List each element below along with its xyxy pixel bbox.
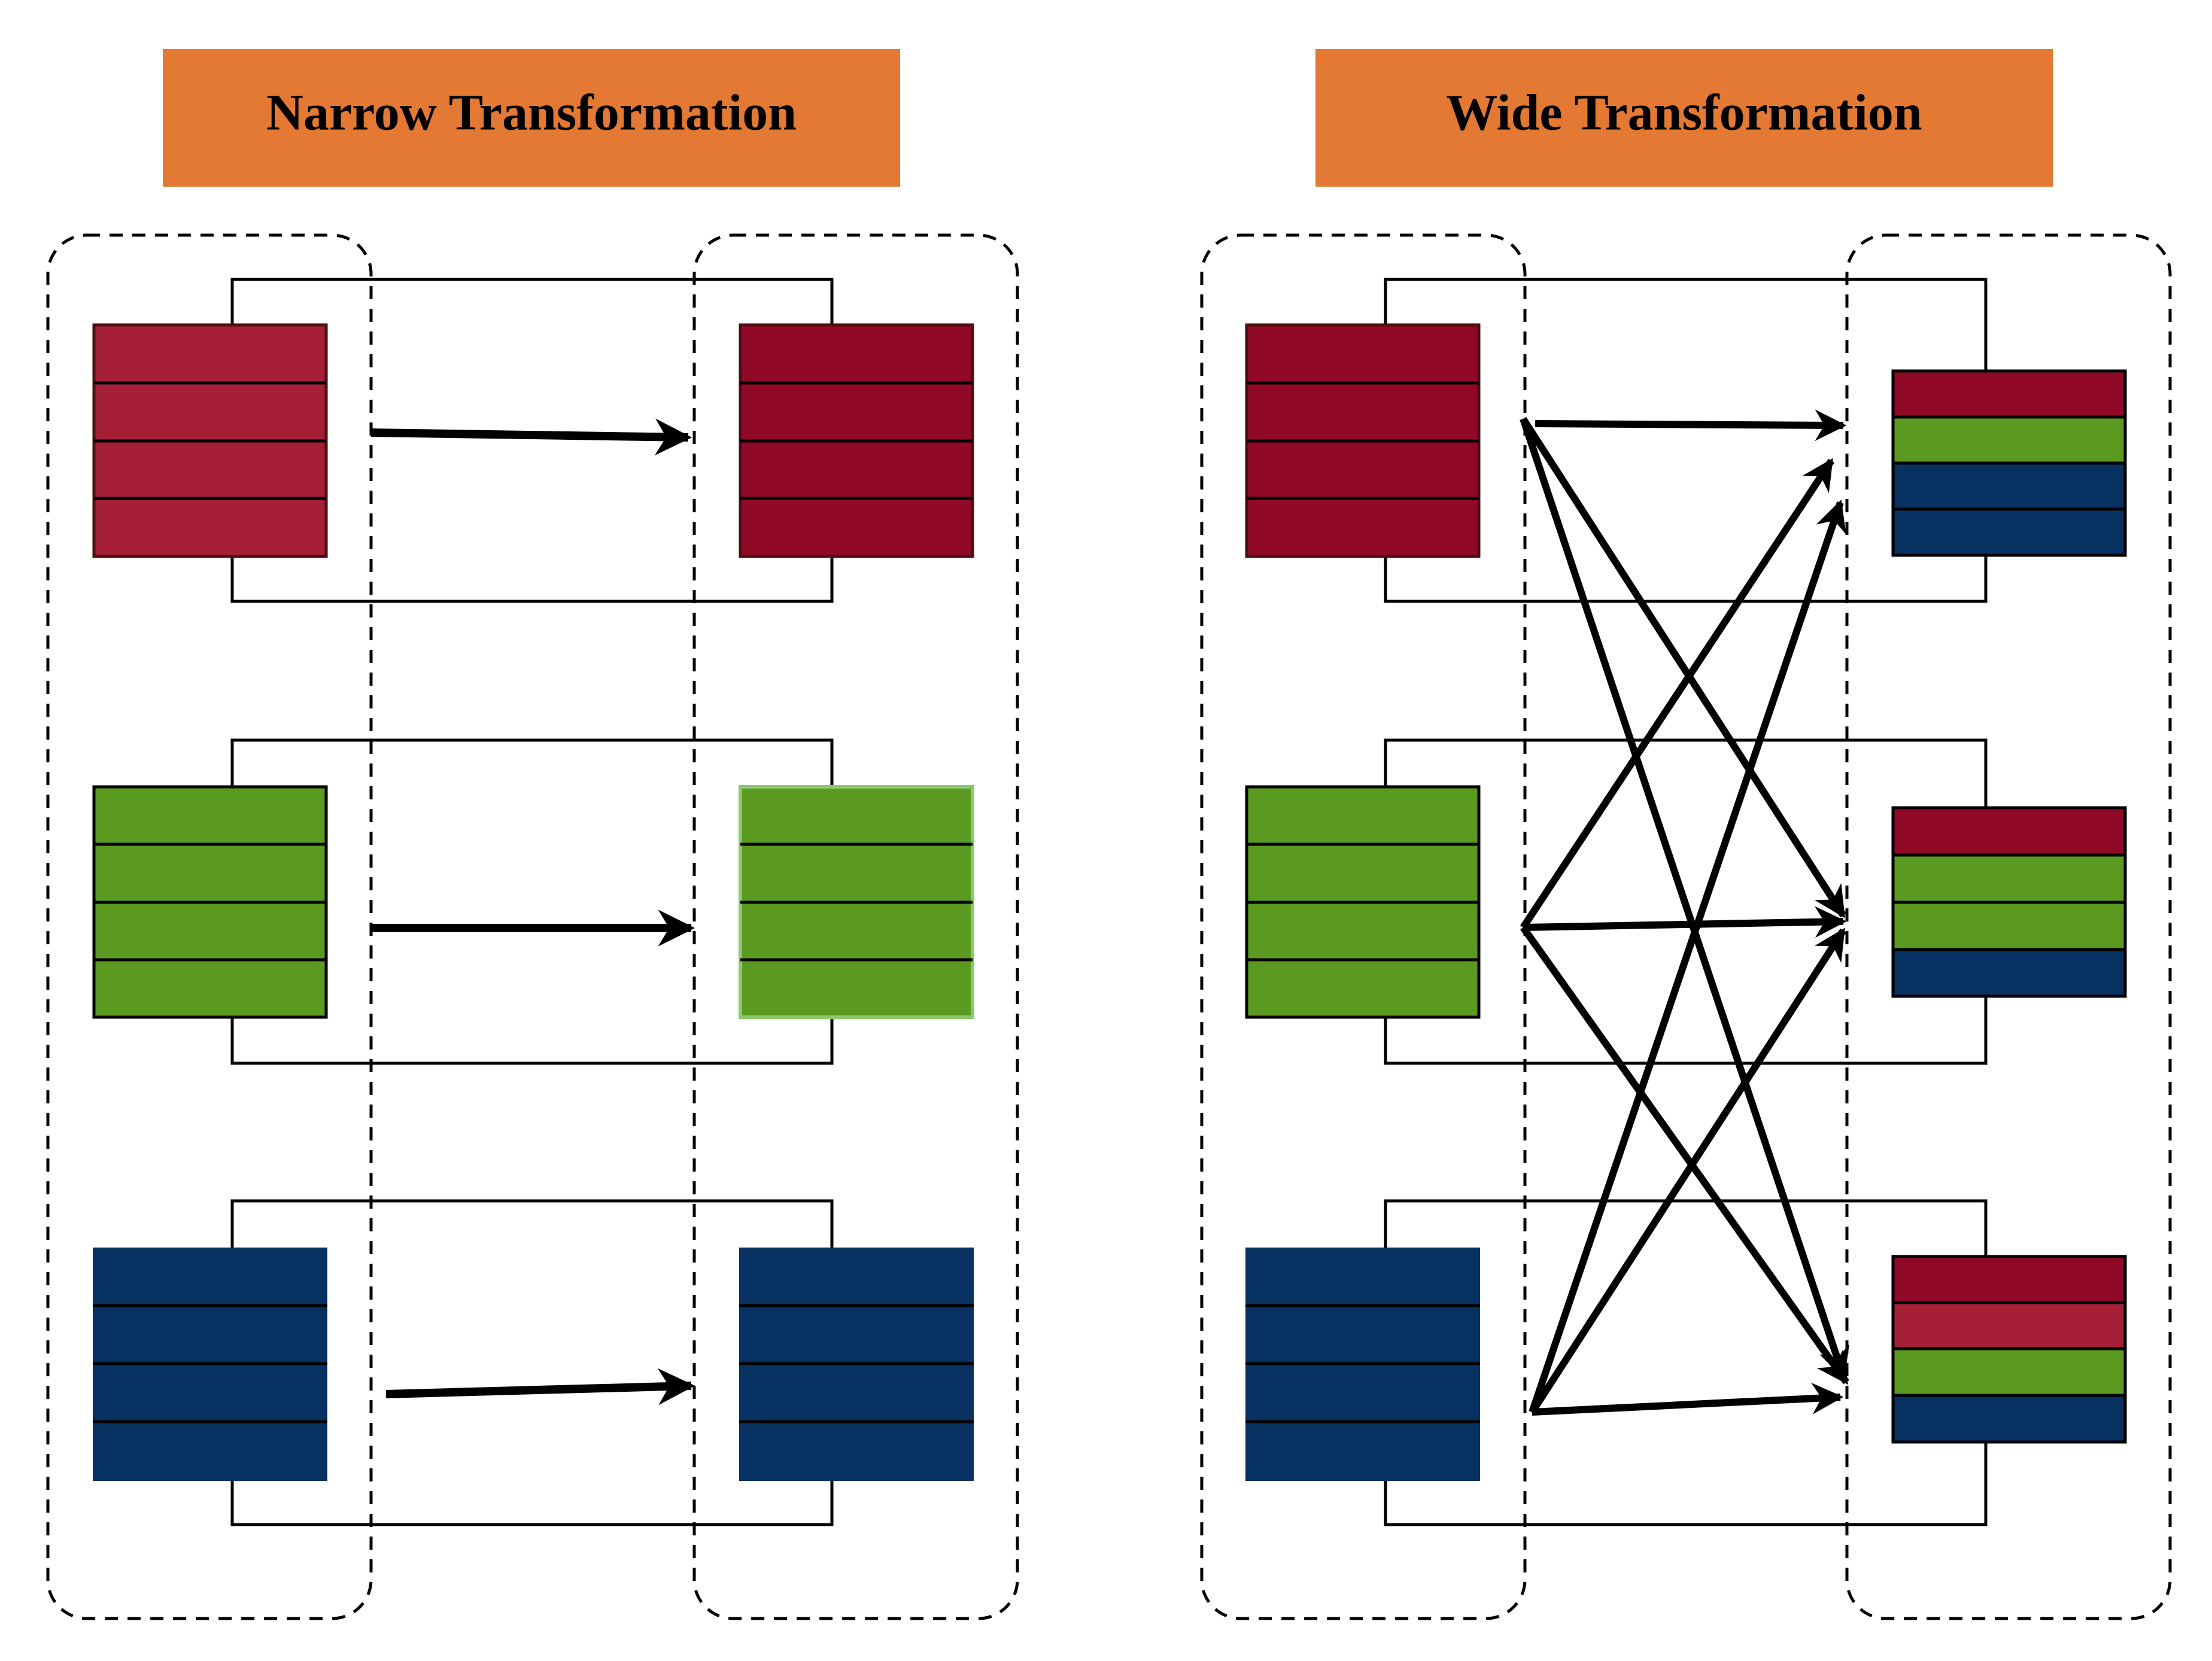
narrow-target-partition-red bbox=[739, 323, 974, 558]
narrow-arrow-red bbox=[370, 418, 692, 455]
wide-shuffle-arrows bbox=[1520, 409, 1849, 1416]
narrow-source-partition-blue bbox=[93, 1248, 327, 1481]
narrow-arrow-blue bbox=[385, 1368, 695, 1406]
narrow-arrows bbox=[370, 418, 695, 1406]
shuffle-arrow-2-to-2 bbox=[1523, 906, 1847, 938]
shuffle-arrow-1-to-1 bbox=[1535, 409, 1847, 442]
wide-source-partition-blue bbox=[1245, 1248, 1480, 1481]
narrow-title: Narrow Transformation bbox=[266, 84, 797, 141]
narrow-source-partition-red bbox=[92, 323, 328, 558]
shuffle-arrow-1-to-3 bbox=[1520, 418, 1849, 1380]
wide-connector-frames bbox=[1384, 278, 1988, 1526]
wide-source-partition-red bbox=[1245, 323, 1481, 558]
narrow-connector-frames bbox=[230, 278, 834, 1526]
shuffle-arrow-3-to-3 bbox=[1532, 1382, 1844, 1416]
wide-title-banner bbox=[1315, 49, 2053, 187]
shuffle-arrow-2-to-1 bbox=[1520, 458, 1835, 930]
shuffle-arrow-3-to-1 bbox=[1529, 499, 1846, 1413]
wide-target-partition-3 bbox=[1891, 1255, 2127, 1444]
wide-target-partition-2 bbox=[1891, 806, 2127, 998]
wide-source-partition-green bbox=[1245, 785, 1481, 1019]
narrow-source-partition-green bbox=[92, 785, 328, 1019]
shuffle-arrow-2-to-3 bbox=[1520, 925, 1849, 1385]
narrow-target-partition-green bbox=[739, 785, 974, 1019]
shuffle-arrow-1-to-2 bbox=[1520, 416, 1847, 918]
wide-target-stage bbox=[1845, 233, 2172, 1620]
shuffle-arrow-3-to-2 bbox=[1529, 927, 1847, 1414]
narrow-target-partition-blue bbox=[739, 1248, 974, 1481]
wide-target-partition-1 bbox=[1891, 369, 2127, 557]
narrow-title-banner bbox=[163, 49, 900, 187]
wide-title: Wide Transformation bbox=[1446, 84, 1922, 141]
narrow-target-stage bbox=[692, 233, 1019, 1620]
